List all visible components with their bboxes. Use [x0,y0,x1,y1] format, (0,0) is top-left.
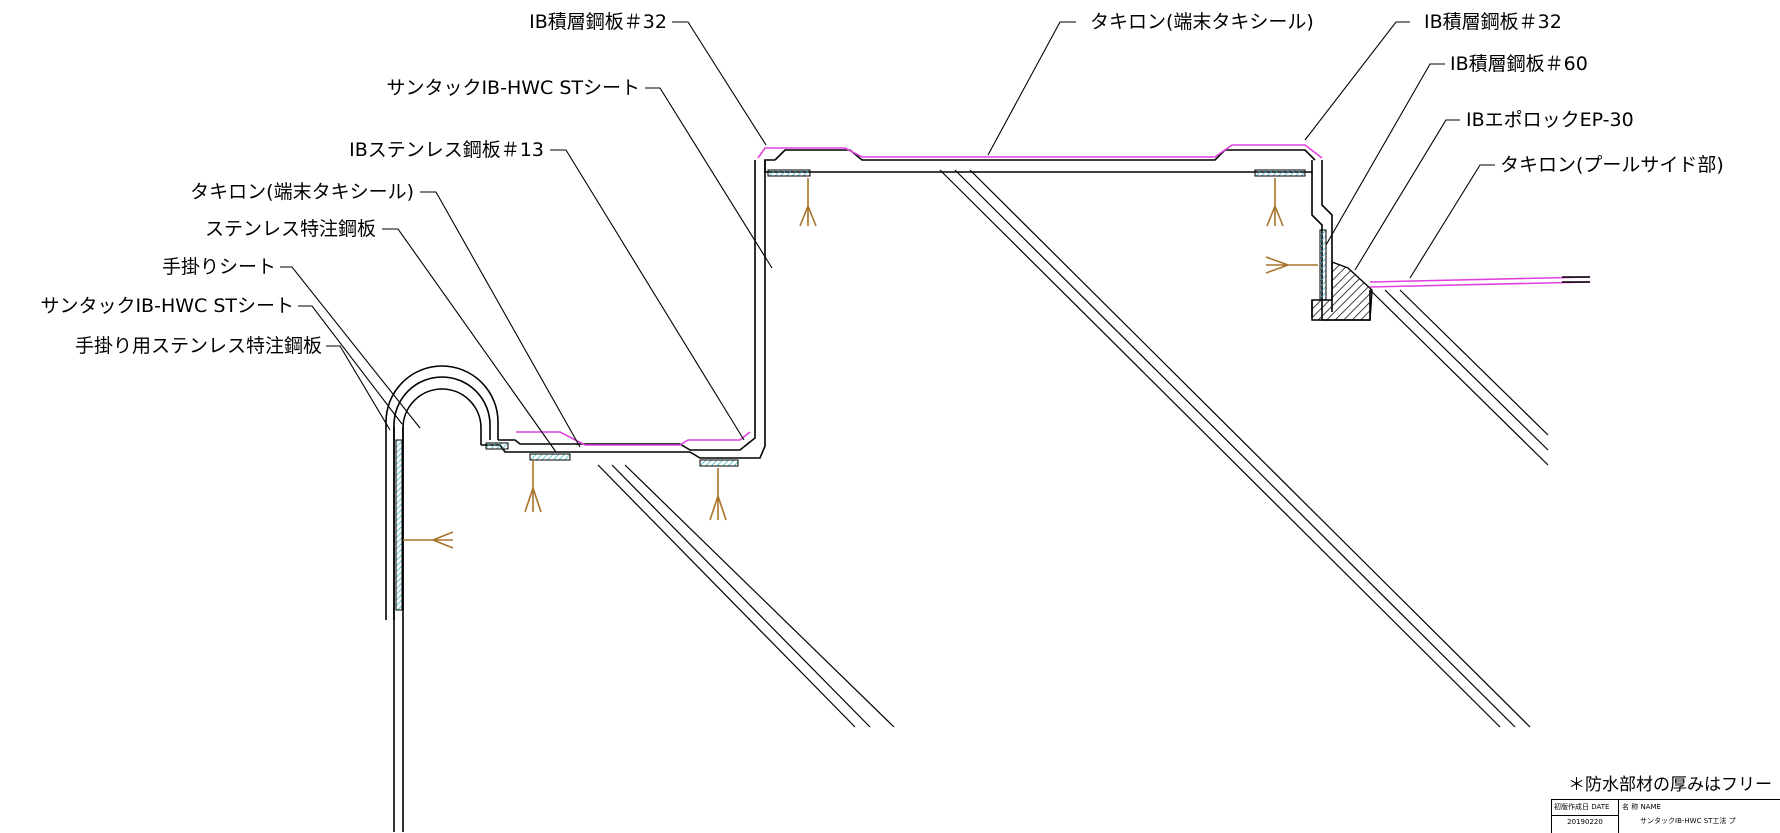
label-handhold-stainless-plate: 手掛り用ステンレス特注鋼板 [74,335,322,357]
title-block: 初版作成日 DATE 20190220 名 称 NAME サンタックIB-HWC… [1551,799,1780,833]
label-handhold-sheet: 手掛りシート [161,256,276,278]
label-takiron-end-top: タキロン(端末タキシール) [1090,11,1314,33]
leader-lines [280,21,1495,453]
label-suntack-sheet-upper: サンタックIB-HWC STシート [386,77,640,99]
concrete-slope-lines [597,169,1549,728]
epoxy-block [1311,260,1373,321]
label-ib-laminated-steel-60: IB積層鋼板＃60 [1450,53,1588,75]
gutter-body [385,149,1371,832]
name-header: 名 称 NAME [1622,803,1661,811]
label-ib-laminated-steel-32-right: IB積層鋼板＃32 [1424,11,1562,33]
name-value: サンタックIB-HWC ST工法 プ [1640,817,1736,825]
date-value: 20190220 [1567,818,1603,826]
label-suntack-sheet-lower: サンタックIB-HWC STシート [40,295,294,317]
waterproof-sheet [516,144,1591,446]
date-header: 初版作成日 DATE [1554,803,1610,811]
label-ib-laminated-steel-32-left: IB積層鋼板＃32 [529,11,667,33]
anchors [403,178,1318,549]
label-takiron-end-left: タキロン(端末タキシール) [190,181,414,203]
label-takiron-poolside: タキロン(プールサイド部) [1500,154,1724,176]
steel-plates [395,169,1327,611]
label-ib-stainless-13: IBステンレス鋼板＃13 [349,139,544,161]
thickness-note: ＊防水部材の厚みはフリー [1568,775,1772,795]
label-stainless-custom-plate: ステンレス特注鋼板 [204,218,376,240]
label-ib-epolock: IBエポロックEP-30 [1466,109,1634,131]
title-block-date-cell: 初版作成日 DATE 20190220 [1552,800,1619,833]
